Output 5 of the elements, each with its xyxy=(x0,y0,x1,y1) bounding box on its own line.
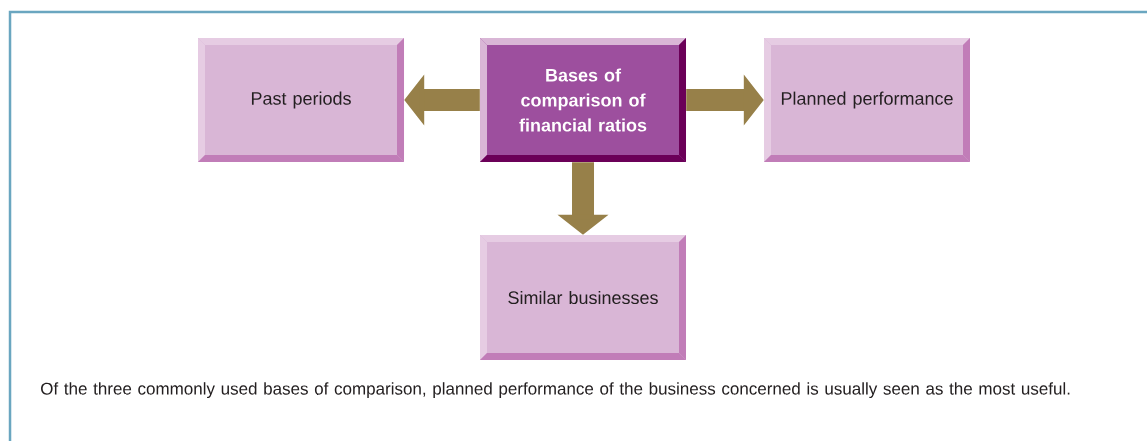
caption: Of the three commonly used bases of comparison, planned performance of the business concerned is usually seen as the most useful. xyxy=(41,382,1070,399)
process-box: Bases of comparison of financial ratios xyxy=(480,38,686,162)
process-box: Planned performance xyxy=(764,38,970,162)
process-box: Similar businesses xyxy=(480,235,686,360)
process-box: Past periods xyxy=(198,38,404,162)
